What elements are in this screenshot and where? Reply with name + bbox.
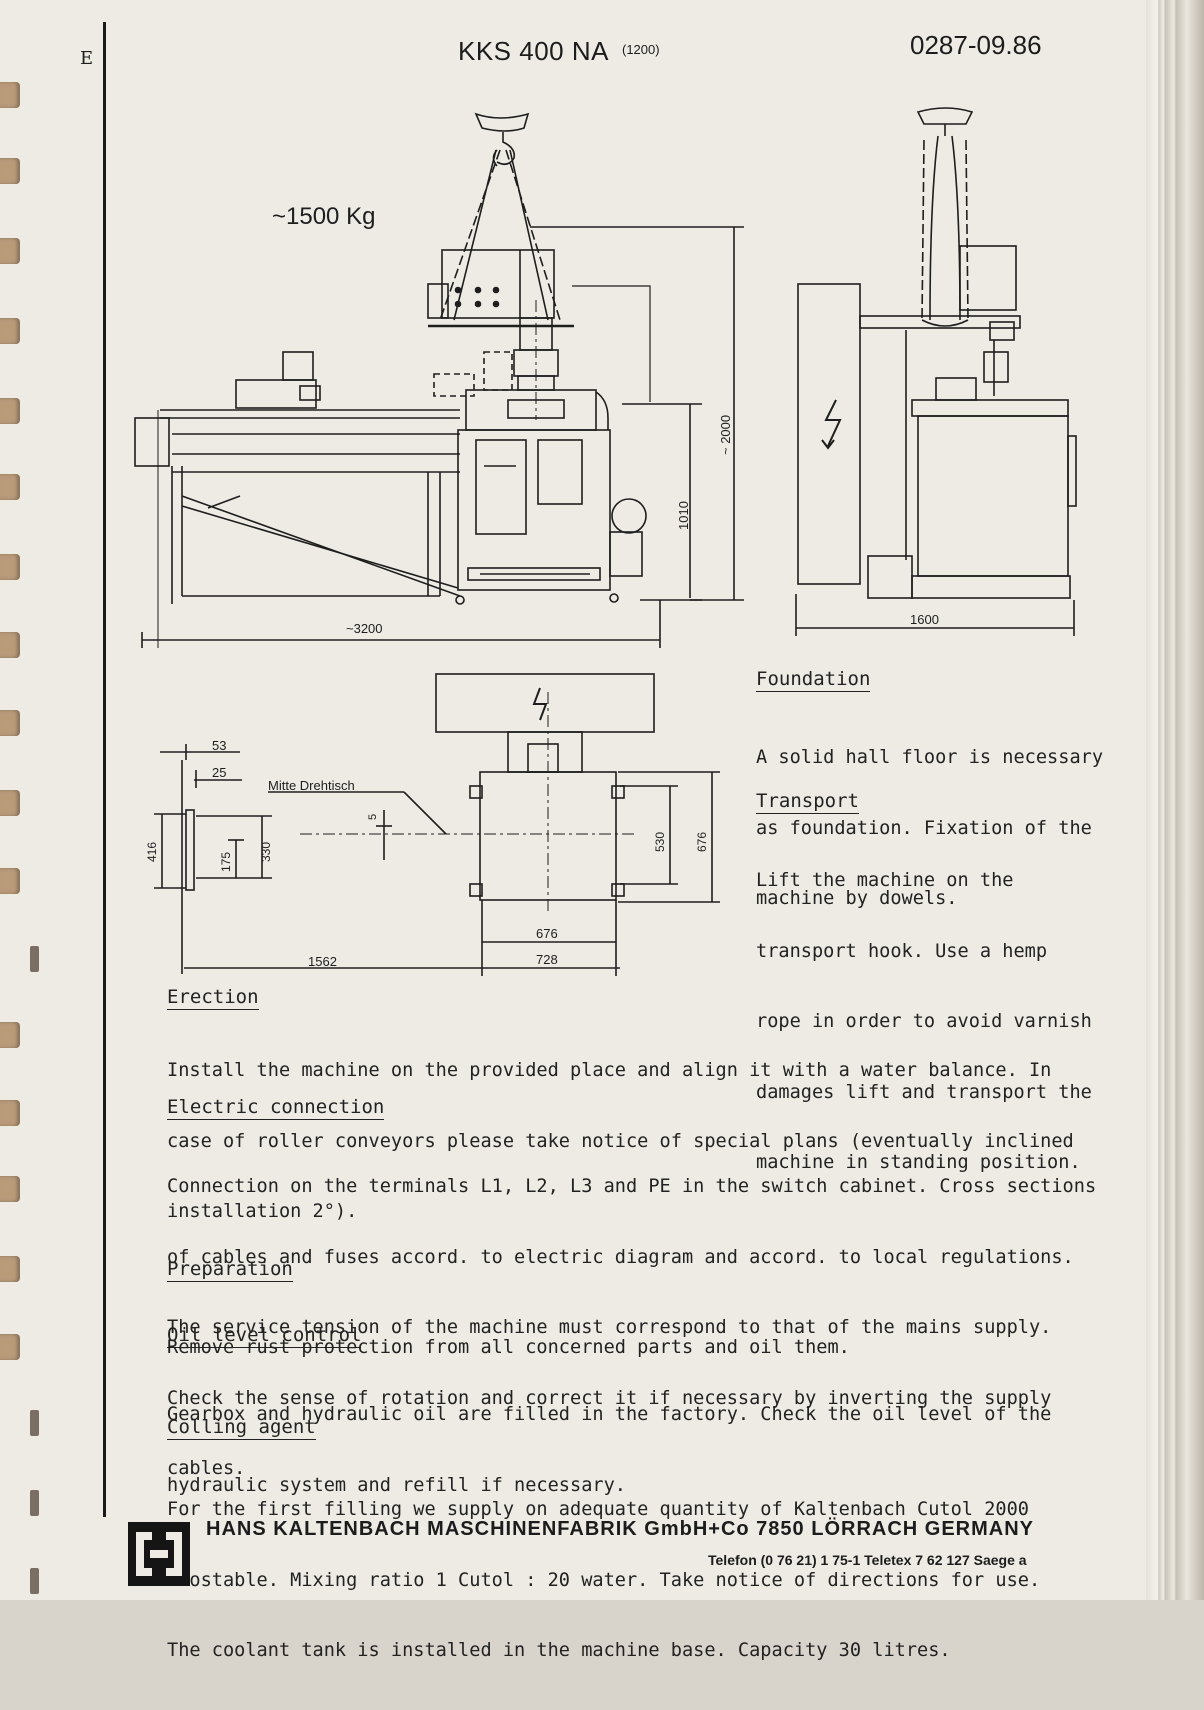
dim-length: ~3200	[346, 621, 383, 636]
kaltenbach-logo-icon	[128, 1522, 190, 1586]
model-title: KKS 400 NA	[458, 36, 609, 66]
page-stack-edge	[1146, 0, 1204, 1600]
oil-text: Gearbox and hydraulic oil are filled in …	[167, 1404, 1052, 1496]
weight-label: ~1500 Kg	[272, 203, 375, 230]
document-number: 0287-09.86	[910, 30, 1042, 60]
dim-5: 5	[367, 814, 379, 820]
dim-330: 330	[259, 842, 273, 862]
machine-drawings: ~1500 Kg ~3200 ~ 2000 1010 1600 53 25 Mi…	[134, 107, 1077, 976]
foundation-text: A solid hall floor is necessary as found…	[756, 747, 1104, 909]
oil-heading: Oil level control	[167, 1324, 362, 1348]
erection-heading: Erection	[167, 986, 259, 1010]
dim-25: 25	[212, 765, 226, 780]
model-suffix: (1200)	[622, 42, 660, 57]
dim-53: 53	[212, 738, 226, 753]
dim-height-total: ~ 2000	[718, 415, 733, 455]
coolant-text: For the first filling we supply on adequ…	[167, 1499, 1041, 1661]
plan-view-drawing	[154, 673, 720, 976]
dim-416: 416	[145, 842, 159, 862]
dim-728: 728	[536, 952, 558, 967]
transport-heading: Transport	[756, 790, 859, 814]
transport-text: Lift the machine on the transport hook. …	[756, 870, 1092, 1173]
dim-175: 175	[219, 852, 233, 872]
dim-676-vertical: 676	[695, 832, 709, 852]
edition-letter: E	[80, 48, 94, 69]
center-label: Mitte Drehtisch	[268, 778, 355, 793]
electric-heading: Electric connection	[167, 1096, 385, 1120]
dim-1562: 1562	[308, 954, 337, 969]
dim-height-table: 1010	[676, 501, 691, 530]
margin-rule	[103, 22, 106, 1517]
side-view-drawing	[795, 107, 1077, 636]
dim-530: 530	[653, 832, 667, 852]
preparation-heading: Preparation	[167, 1258, 293, 1282]
footer-contact: Telefon (0 76 21) 1 75-1 Teletex 7 62 12…	[708, 1552, 1027, 1568]
spiral-binding	[0, 0, 50, 1600]
document-page: E KKS 400 NA (1200) 0287-09.86	[0, 0, 1204, 1661]
electric-text: Connection on the terminals L1, L2, L3 a…	[167, 1176, 1097, 1479]
erection-text: Install the machine on the provided plac…	[167, 1060, 1074, 1222]
dim-676-horizontal: 676	[536, 926, 558, 941]
footer-firm: HANS KALTENBACH MASCHINENFABRIK GmbH+Co …	[206, 1518, 1035, 1540]
coolant-heading: Colling agent	[167, 1416, 316, 1440]
dim-width-side: 1600	[910, 612, 939, 627]
front-view-drawing	[134, 112, 744, 648]
foundation-heading: Foundation	[756, 668, 871, 692]
